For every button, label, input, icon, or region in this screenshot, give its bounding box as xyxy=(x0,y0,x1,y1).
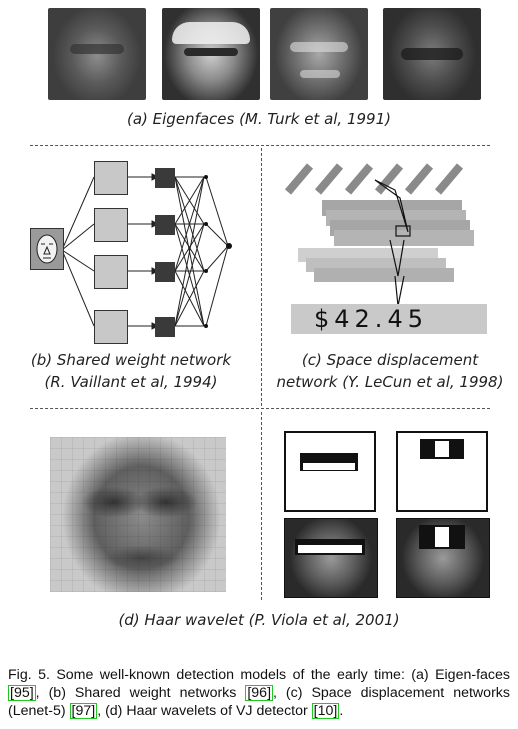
receptive-field-1 xyxy=(94,161,128,195)
eigenfaces-caption: (a) Eigenfaces (M. Turk et al, 1991) xyxy=(126,110,391,128)
divider-middle xyxy=(261,148,262,406)
receptive-field-4 xyxy=(94,310,128,344)
input-face-box xyxy=(30,228,64,270)
caption-text-5: . xyxy=(339,703,344,719)
eigenface-image-2 xyxy=(162,8,260,100)
divider-lower-middle xyxy=(261,412,262,600)
digit-strip xyxy=(291,304,487,334)
haar-face-example-2 xyxy=(396,518,490,598)
hidden-unit-3 xyxy=(155,262,175,282)
eigenface-image-1 xyxy=(48,8,146,100)
haar-face-example-1 xyxy=(284,518,378,598)
shared-weight-caption-line1: (b) Shared weight network xyxy=(30,351,232,369)
caption-text-1: Fig. 5. Some well-known detection models… xyxy=(8,667,510,683)
caption-text-2: , (b) Shared weight networks xyxy=(35,685,246,701)
receptive-field-2 xyxy=(94,208,128,242)
face-sketch-icon xyxy=(36,234,58,264)
digit-strip-text: $42.45 xyxy=(314,305,428,333)
caption-text-4: , (d) Haar wavelets of VJ detector xyxy=(97,703,312,719)
divider-top xyxy=(30,145,490,146)
figure-caption: Fig. 5. Some well-known detection models… xyxy=(8,666,510,720)
reference-link-96[interactable]: [96] xyxy=(245,685,274,701)
pixelated-face-image xyxy=(50,437,226,592)
reference-link-97[interactable]: [97] xyxy=(69,703,98,719)
divider-lower xyxy=(30,408,490,409)
hidden-unit-1 xyxy=(155,168,175,188)
reference-link-95[interactable]: [95] xyxy=(8,685,36,701)
haar-caption: (d) Haar wavelet (P. Viola et al, 2001) xyxy=(118,611,400,629)
hidden-unit-4 xyxy=(155,317,175,337)
space-displacement-caption-line2: network (Y. LeCun et al, 1998) xyxy=(276,373,504,391)
caption-text-3: , (c) Space displacement networks (Lenet… xyxy=(8,685,510,719)
haar-feature-line xyxy=(396,431,488,512)
eigenface-image-4 xyxy=(383,8,481,100)
reference-link-10[interactable]: [10] xyxy=(311,703,340,719)
receptive-field-3 xyxy=(94,255,128,289)
shared-weight-caption-line2: (R. Vaillant et al, 1994) xyxy=(44,373,218,391)
hidden-unit-2 xyxy=(155,215,175,235)
space-displacement-caption-line1: (c) Space displacement xyxy=(301,351,479,369)
network-connections xyxy=(61,173,232,330)
eigenface-image-3 xyxy=(270,8,368,100)
haar-feature-edge xyxy=(284,431,376,512)
